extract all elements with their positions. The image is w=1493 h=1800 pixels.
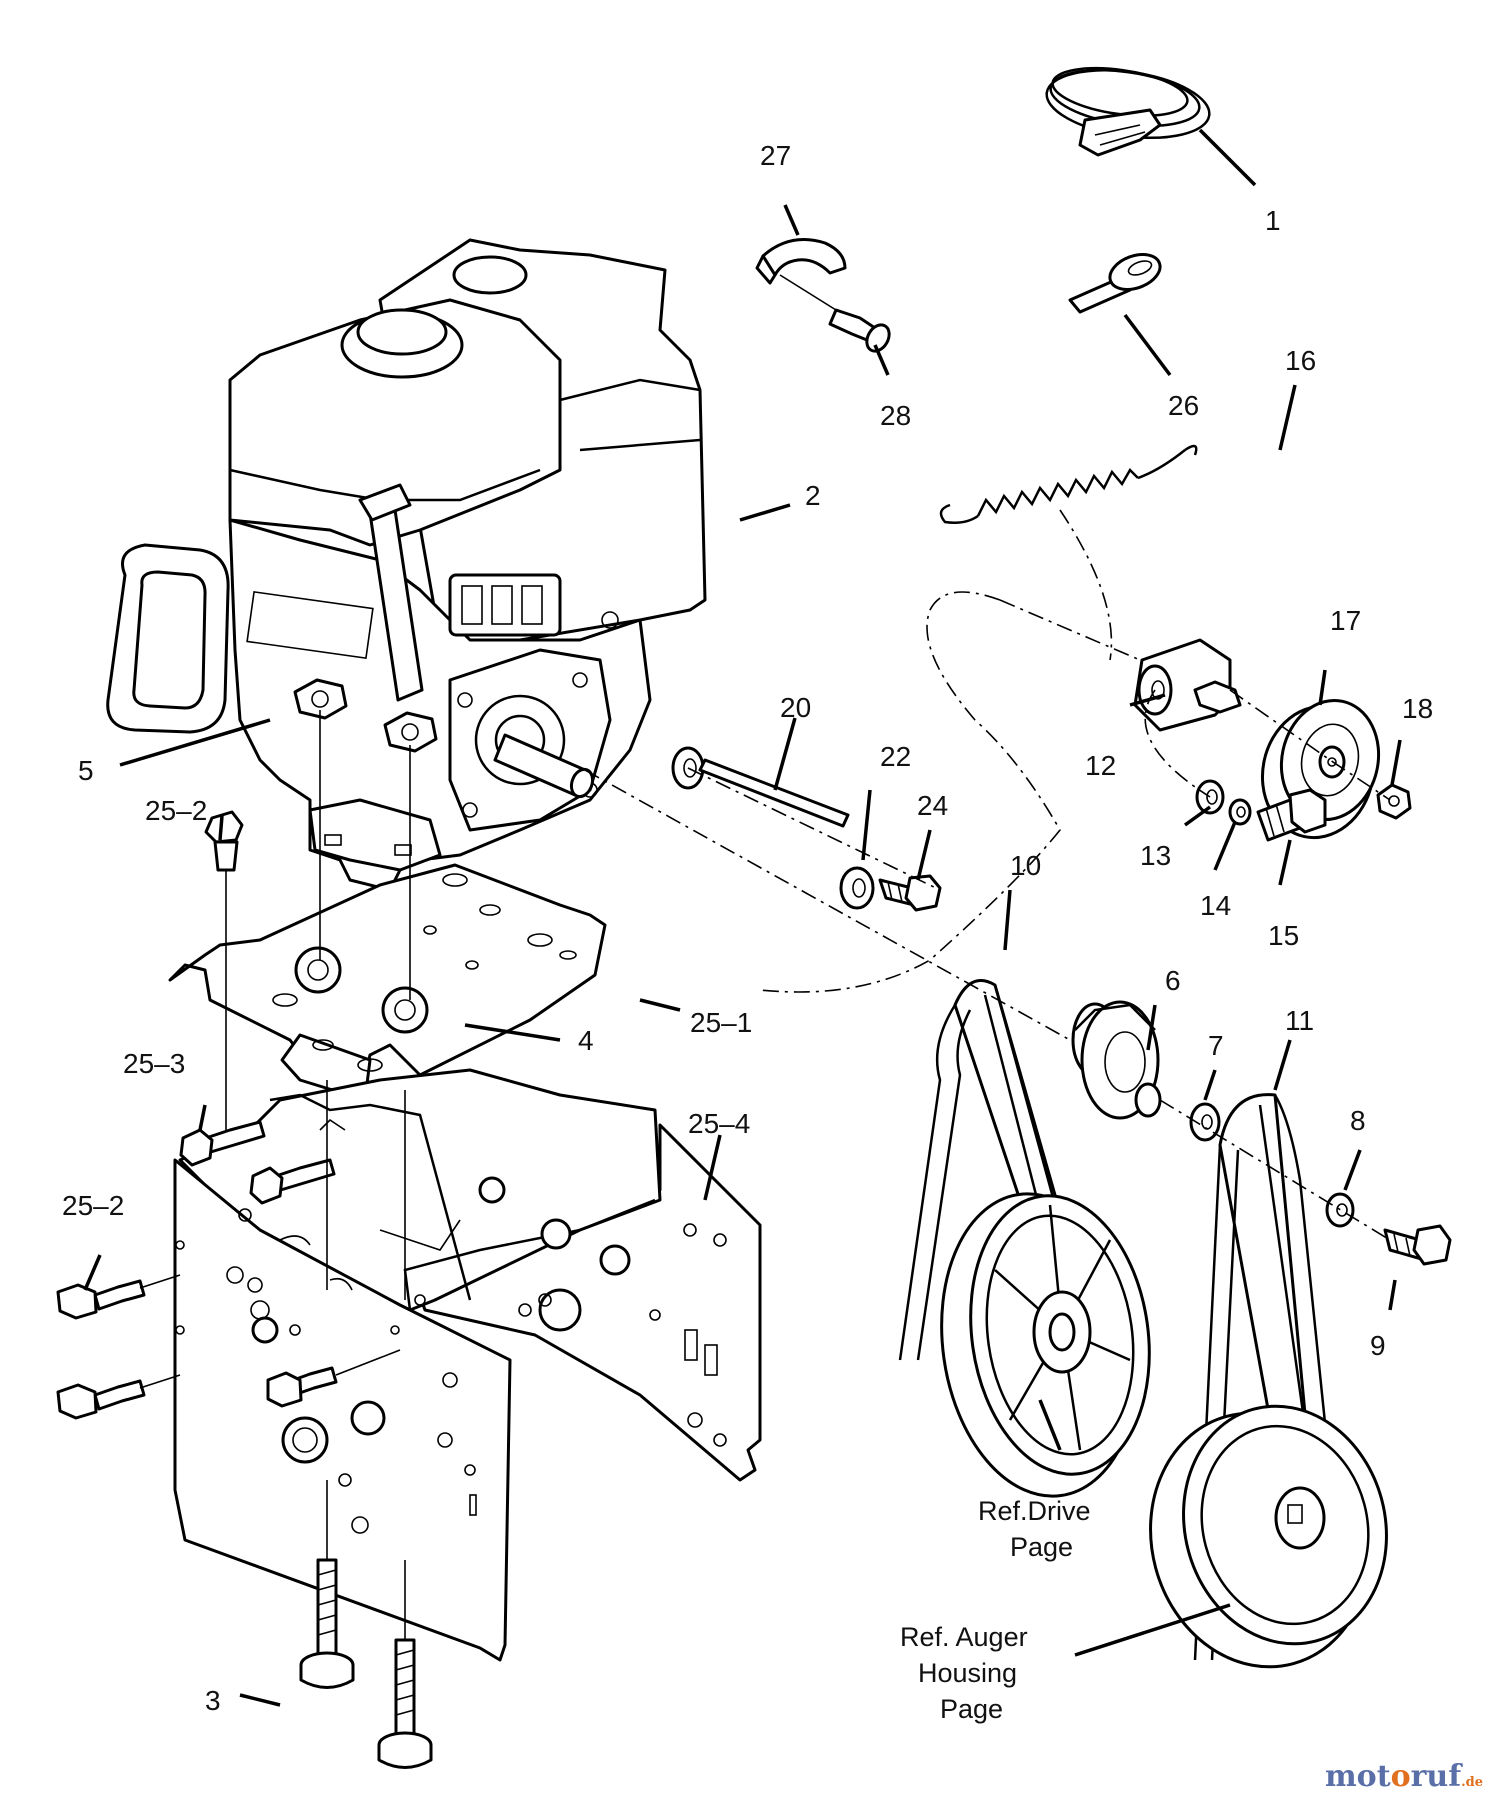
callout-9: 9 [1370, 1330, 1386, 1361]
leader-lines [83, 128, 1402, 1707]
ref-auger-line-3: Page [940, 1694, 1003, 1724]
bolts [56, 810, 433, 1769]
auger-pulley [1149, 1404, 1388, 1669]
mounting-plate [168, 863, 607, 1102]
drive-pulley [1071, 1000, 1221, 1142]
watermark-logo: motoruf.de [1324, 1759, 1483, 1794]
callout-16: 16 [1285, 345, 1316, 376]
callout-25-2-left: 25–2 [62, 1190, 124, 1221]
ref-auger-line-1: Ref. Auger [900, 1622, 1028, 1652]
callout-22: 22 [880, 741, 911, 772]
screw-28 [828, 308, 891, 353]
callout-labels: 1 2 3 4 5 6 7 8 9 10 11 12 13 14 15 16 1… [62, 140, 1433, 1724]
callout-28: 28 [880, 400, 911, 431]
engine [106, 238, 707, 892]
clip [755, 238, 847, 285]
callout-15: 15 [1268, 920, 1299, 951]
washer-8-bolt-9 [1325, 1192, 1452, 1266]
callout-13: 13 [1140, 840, 1171, 871]
ref-auger-line-2: Housing [918, 1658, 1017, 1688]
callout-7: 7 [1208, 1030, 1224, 1061]
ref-drive-line-1: Ref.Drive [978, 1496, 1091, 1526]
callout-5: 5 [78, 755, 94, 786]
callout-2: 2 [805, 480, 821, 511]
frame [173, 1068, 762, 1662]
callout-25-4: 25–4 [688, 1108, 750, 1139]
pin-parts [671, 746, 942, 912]
spring [939, 444, 1198, 524]
cord-assembly [1045, 66, 1211, 157]
explode-lines [139, 274, 1391, 1640]
ref-drive-line-2: Page [1010, 1532, 1073, 1562]
callout-3: 3 [205, 1685, 221, 1716]
callout-24: 24 [917, 790, 948, 821]
callout-26: 26 [1168, 390, 1199, 421]
callout-25-1: 25–1 [690, 1007, 752, 1038]
callout-14: 14 [1200, 890, 1231, 921]
callout-10: 10 [1010, 850, 1041, 881]
key [1068, 253, 1162, 314]
callout-18: 18 [1402, 693, 1433, 724]
callout-4: 4 [578, 1025, 594, 1056]
callout-20: 20 [780, 692, 811, 723]
callout-8: 8 [1350, 1105, 1366, 1136]
idler-assembly [1133, 638, 1412, 842]
callout-6: 6 [1165, 965, 1181, 996]
callout-1: 1 [1265, 205, 1281, 236]
drive-wheel [940, 1192, 1151, 1498]
callout-25-3: 25–3 [123, 1048, 185, 1079]
callout-27: 27 [760, 140, 791, 171]
callout-12: 12 [1085, 750, 1116, 781]
callout-17: 17 [1330, 605, 1361, 636]
callout-11: 11 [1285, 1005, 1314, 1036]
callout-25-2-top: 25–2 [145, 795, 207, 826]
